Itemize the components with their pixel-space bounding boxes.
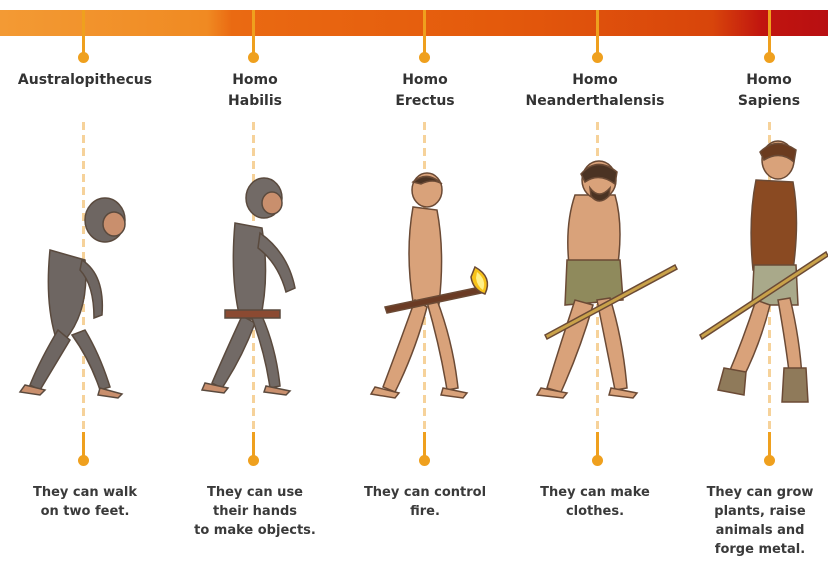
stage-description: They can make clothes.: [510, 483, 680, 521]
stage-description: They can control fire.: [340, 483, 510, 521]
bottom-marker-line: [423, 432, 426, 456]
homo-erectus-illustration: [365, 172, 505, 407]
bottom-marker-line: [768, 432, 771, 456]
stage-description: They can grow plants, raise animals and …: [692, 483, 828, 559]
top-marker-line: [252, 10, 255, 56]
bottom-marker-dot: [78, 455, 89, 466]
top-marker-line: [768, 10, 771, 56]
top-marker-line: [82, 10, 85, 56]
stage-name: Homo Erectus: [340, 70, 510, 112]
bottom-marker-line: [596, 432, 599, 456]
homo-sapiens-illustration: [698, 140, 828, 410]
stage-homo-sapiens: Homo Sapiens They can grow plants, raise…: [680, 0, 828, 561]
top-marker-dot: [248, 52, 259, 63]
bottom-marker-dot: [248, 455, 259, 466]
stage-homo-erectus: Homo Erectus They can control fire.: [340, 0, 510, 561]
stage-description: They can use their hands to make objects…: [170, 483, 340, 540]
homo-habilis-illustration: [200, 178, 320, 408]
top-marker-line: [423, 10, 426, 56]
stage-homo-habilis: Homo Habilis They can use their hands to…: [170, 0, 340, 561]
top-marker-line: [596, 10, 599, 56]
bottom-marker-dot: [419, 455, 430, 466]
australopithecus-illustration: [10, 190, 150, 410]
top-marker-dot: [78, 52, 89, 63]
stage-name: Homo Habilis: [170, 70, 340, 112]
stage-name: Homo Neanderthalensis: [510, 70, 680, 112]
top-marker-dot: [764, 52, 775, 63]
stage-name: Homo Sapiens: [700, 70, 828, 112]
bottom-marker-line: [252, 432, 255, 456]
top-marker-dot: [592, 52, 603, 63]
stage-australopithecus: Australopithecus They can walk on two fe…: [0, 0, 170, 561]
stage-name: Australopithecus: [0, 70, 170, 91]
stage-description: They can walk on two feet.: [0, 483, 170, 521]
homo-neanderthalensis-illustration: [535, 160, 680, 408]
bottom-marker-dot: [764, 455, 775, 466]
bottom-marker-line: [82, 432, 85, 456]
stage-homo-neanderthalensis: Homo Neanderthalensis They can make clot…: [510, 0, 680, 561]
bottom-marker-dot: [592, 455, 603, 466]
top-marker-dot: [419, 52, 430, 63]
